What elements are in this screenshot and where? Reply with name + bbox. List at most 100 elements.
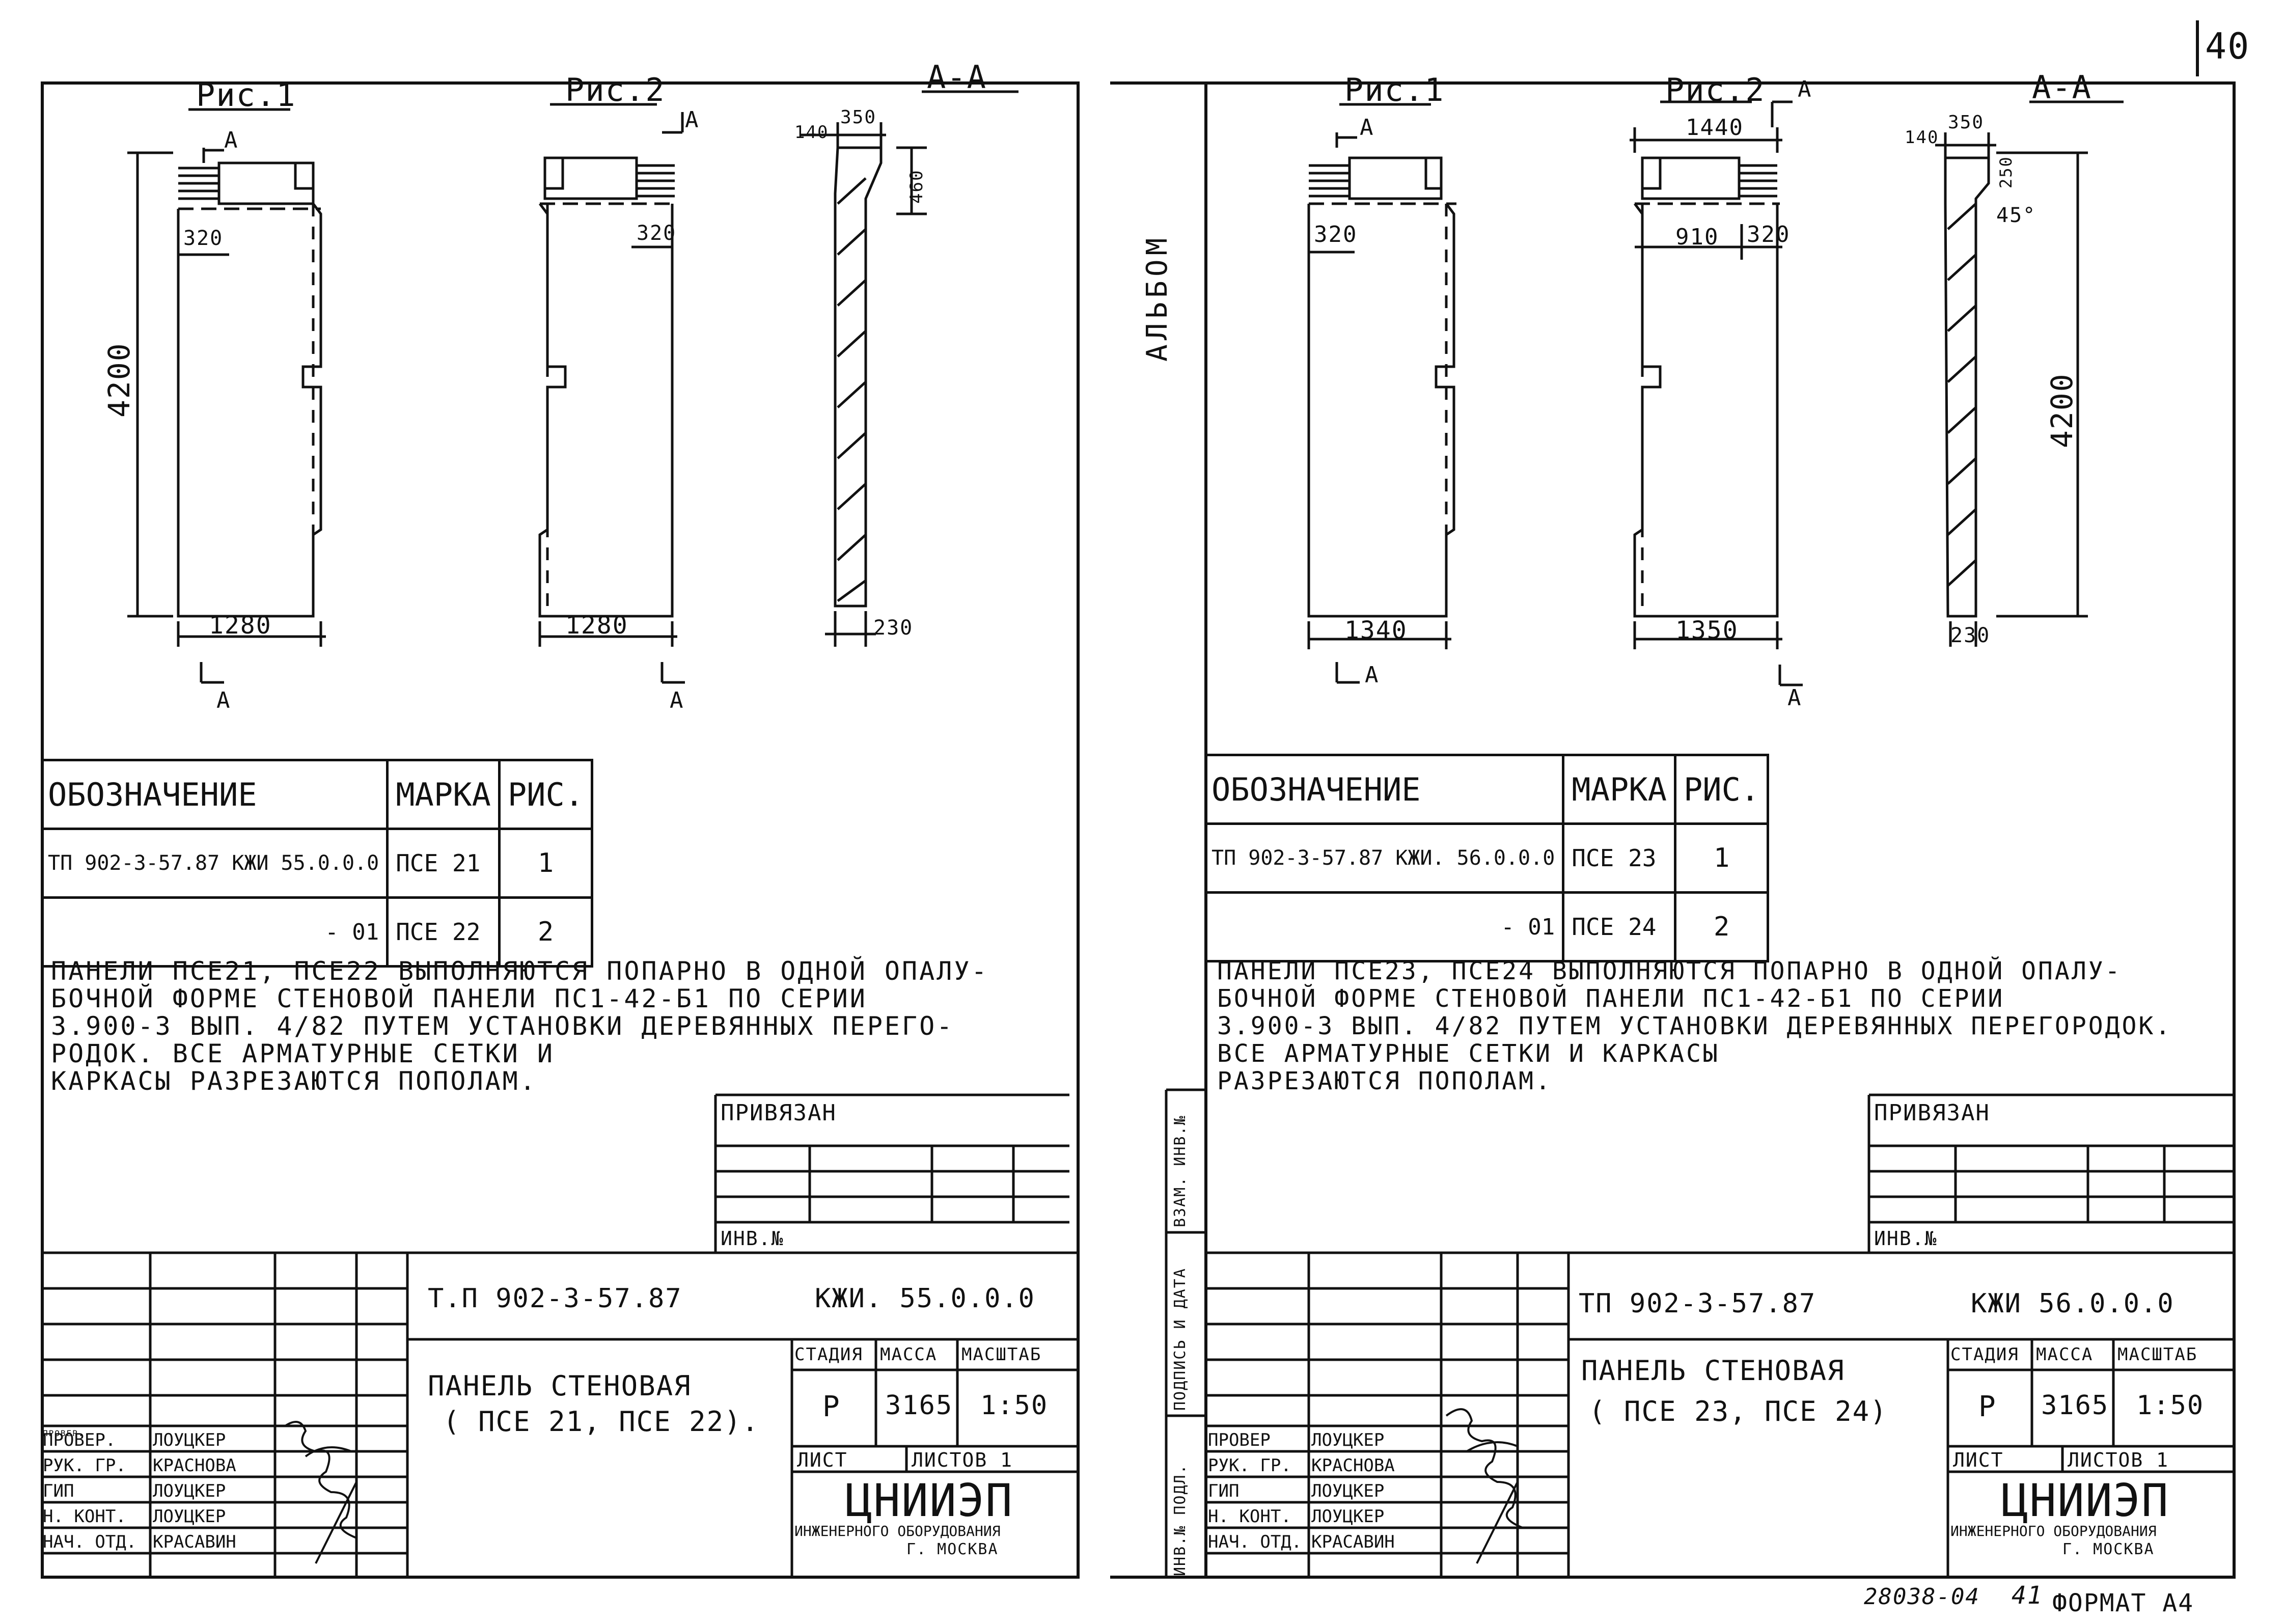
left-section-aa: [834, 146, 883, 608]
right-privyazan-label: ПРИВЯЗАН: [1874, 1100, 1990, 1126]
row-mark: ПСЕ 21: [386, 828, 501, 899]
right-section-label: А-А: [2032, 69, 2092, 106]
left-cut-label-4: А: [670, 687, 684, 713]
signatory-name: КРАСНОВА: [1311, 1455, 1395, 1476]
left-inv-no-label: ИНВ.№: [721, 1227, 784, 1250]
row-designation: ТП 902-3-57.87 КЖИ. 56.0.0.0: [1204, 822, 1565, 894]
right-privyazan-grid: [1867, 1093, 2236, 1253]
row-fig: 2: [1673, 891, 1770, 962]
signatory-name: КРАСАВИН: [1311, 1532, 1395, 1552]
signatory-role: НАЧ. ОТД.: [1208, 1532, 1302, 1552]
right-dim-320a: 320: [1314, 222, 1358, 247]
right-scale-header: МАСШТАБ: [2117, 1344, 2198, 1365]
right-title-line2: ( ПСЕ 23, ПСЕ 24): [1589, 1395, 1888, 1427]
footer-format: ФОРМАТ А4: [2052, 1589, 2194, 1617]
left-fig1-panel: [177, 161, 322, 618]
left-dim-140: 140: [794, 122, 829, 143]
right-title-line1: ПАНЕЛЬ СТЕНОВАЯ: [1581, 1355, 1845, 1387]
signatory-role: РУК. ГР.: [1208, 1455, 1291, 1476]
table-row: ТП 902-3-57.87 КЖИ 55.0.0.0 ПСЕ 21 1: [41, 828, 594, 899]
row-fig: 2: [498, 896, 594, 968]
right-cut-label-2: А: [1798, 76, 1812, 102]
right-dim-250: 250: [1996, 156, 2016, 188]
right-section-aa: [1944, 156, 1990, 618]
signatory-name: ЛОУЦКЕР: [1311, 1430, 1385, 1450]
header-mark: МАРКА: [386, 759, 501, 830]
right-fig1-label: Рис.1: [1344, 71, 1445, 108]
footer-sheet-number: 41: [2012, 1581, 2043, 1610]
left-dim-4200: 4200: [102, 342, 136, 418]
left-fig2-label: Рис.2: [565, 71, 666, 108]
left-mass-value: 3165: [885, 1390, 953, 1421]
left-dim-1280b: 1280: [565, 611, 628, 640]
table-row: - 01 ПСЕ 24 2: [1204, 891, 1770, 962]
signatory-role: Н. КОНТ.: [43, 1506, 126, 1527]
right-scale-value: 1:50: [2136, 1390, 2205, 1421]
left-sheet-label: ЛИСТ: [797, 1449, 848, 1471]
right-fig2-label: Рис.2: [1665, 71, 1766, 108]
right-note-line-3: 3.900-3 ВЫП. 4/82 ПУТЕМ УСТАНОВКИ ДЕРЕВЯ…: [1217, 1012, 2172, 1040]
left-note-line-2: БОЧНОЙ ФОРМЕ СТЕНОВОЙ ПАНЕЛИ ПС1-42-Б1 П…: [51, 984, 867, 1013]
left-section-label: А-А: [927, 59, 987, 96]
header-fig: РИС.: [498, 759, 594, 830]
right-sheets-label: ЛИСТОВ 1: [2068, 1449, 2169, 1471]
footer-code: 28038-04: [1864, 1584, 1980, 1610]
left-org-city: Г. МОСКВА: [906, 1540, 999, 1558]
right-dim-230: 230: [1950, 624, 1991, 647]
left-sheets-label: ЛИСТОВ 1: [912, 1449, 1013, 1471]
row-mark: ПСЕ 24: [1562, 891, 1676, 962]
signatory-role: ПРОВЕР.: [43, 1430, 116, 1450]
left-dim-350: 350: [840, 107, 877, 128]
right-cut-label-1: А: [1360, 115, 1374, 141]
table-row: - 01 ПСЕ 22 2: [41, 896, 594, 968]
signatory-name: КРАСАВИН: [153, 1532, 236, 1552]
right-fig2-panel: [1633, 156, 1780, 618]
left-scale-header: МАСШТАБ: [961, 1344, 1042, 1365]
signatory-name: ЛОУЦКЕР: [1311, 1481, 1385, 1501]
header-designation: ОБОЗНАЧЕНИЕ: [1204, 754, 1565, 825]
right-title-block-frame: [1204, 1251, 2236, 1579]
row-mark: ПСЕ 22: [386, 896, 501, 968]
left-doc-code: КЖИ. 55.0.0.0: [815, 1283, 1035, 1314]
right-sheet-label: ЛИСТ: [1953, 1449, 2004, 1471]
row-designation: - 01: [41, 896, 389, 968]
left-designation-table: ОБОЗНАЧЕНИЕ МАРКА РИС. ТП 902-3-57.87 КЖ…: [41, 759, 594, 968]
header-mark: МАРКА: [1562, 754, 1676, 825]
right-doc-code: КЖИ 56.0.0.0: [1971, 1288, 2174, 1319]
album-side-label: АЛЬБОМ: [1141, 234, 1174, 362]
right-dim-910: 910: [1675, 224, 1719, 250]
left-note-line-1: ПАНЕЛИ ПСЕ21, ПСЕ22 ВЫПОЛНЯЮТСЯ ПОПАРНО …: [51, 956, 989, 986]
left-org-subtitle: ИНЖЕНЕРНОГО ОБОРУДОВАНИЯ: [794, 1523, 1001, 1539]
left-stage-header: СТАДИЯ: [794, 1344, 863, 1365]
left-note-line-5: КАРКАСЫ РАЗРЕЗАЮТСЯ ПОПОЛАМ.: [51, 1066, 537, 1096]
left-title-line1: ПАНЕЛЬ СТЕНОВАЯ: [428, 1370, 692, 1402]
left-title-block-frame: [41, 1251, 1080, 1579]
right-mass-header: МАССА: [2036, 1344, 2094, 1365]
right-note-line-4: ВСЕ АРМАТУРНЫЕ СЕТКИ И КАРКАСЫ: [1217, 1039, 1720, 1068]
signatory-role: РУК. ГР.: [43, 1455, 126, 1476]
table-row: ТП 902-3-57.87 КЖИ. 56.0.0.0 ПСЕ 23 1: [1204, 822, 1770, 894]
right-stage-value: Р: [1978, 1390, 1997, 1423]
left-cut-label-2: А: [685, 107, 700, 133]
left-dim-320a: 320: [183, 227, 224, 250]
left-cut-label-1: А: [224, 127, 239, 153]
left-dim-460: 460: [906, 169, 927, 204]
signatory-name: ЛОУЦКЕР: [153, 1430, 226, 1450]
table-header-row: ОБОЗНАЧЕНИЕ МАРКА РИС.: [1204, 754, 1770, 825]
right-cut-label-4: А: [1787, 685, 1802, 711]
left-mass-header: МАССА: [880, 1344, 938, 1365]
left-note: ПАНЕЛИ ПСЕ21, ПСЕ22 ВЫПОЛНЯЮТСЯ ПОПАРНО …: [51, 957, 989, 1095]
right-note-line-2: БОЧНОЙ ФОРМЕ СТЕНОВОЙ ПАНЕЛИ ПС1-42-Б1 П…: [1217, 984, 2005, 1013]
right-inv-no-label: ИНВ.№: [1874, 1227, 1938, 1250]
left-scale-value: 1:50: [980, 1390, 1049, 1421]
signatory-name: ЛОУЦКЕР: [1311, 1506, 1385, 1527]
left-dim-230: 230: [873, 616, 914, 640]
podpis-side-label: ПОДПИСЬ И ДАТА: [1171, 1268, 1189, 1411]
left-org-name: ЦНИИЭП: [845, 1474, 1013, 1527]
signatory-role: Н. КОНТ.: [1208, 1506, 1291, 1527]
signatory-role: ПРОВЕР.: [43, 1428, 85, 1438]
signatory-name: КРАСНОВА: [153, 1455, 236, 1476]
right-stage-header: СТАДИЯ: [1950, 1344, 2019, 1365]
signatory-name: ЛОУЦКЕР: [153, 1481, 226, 1501]
